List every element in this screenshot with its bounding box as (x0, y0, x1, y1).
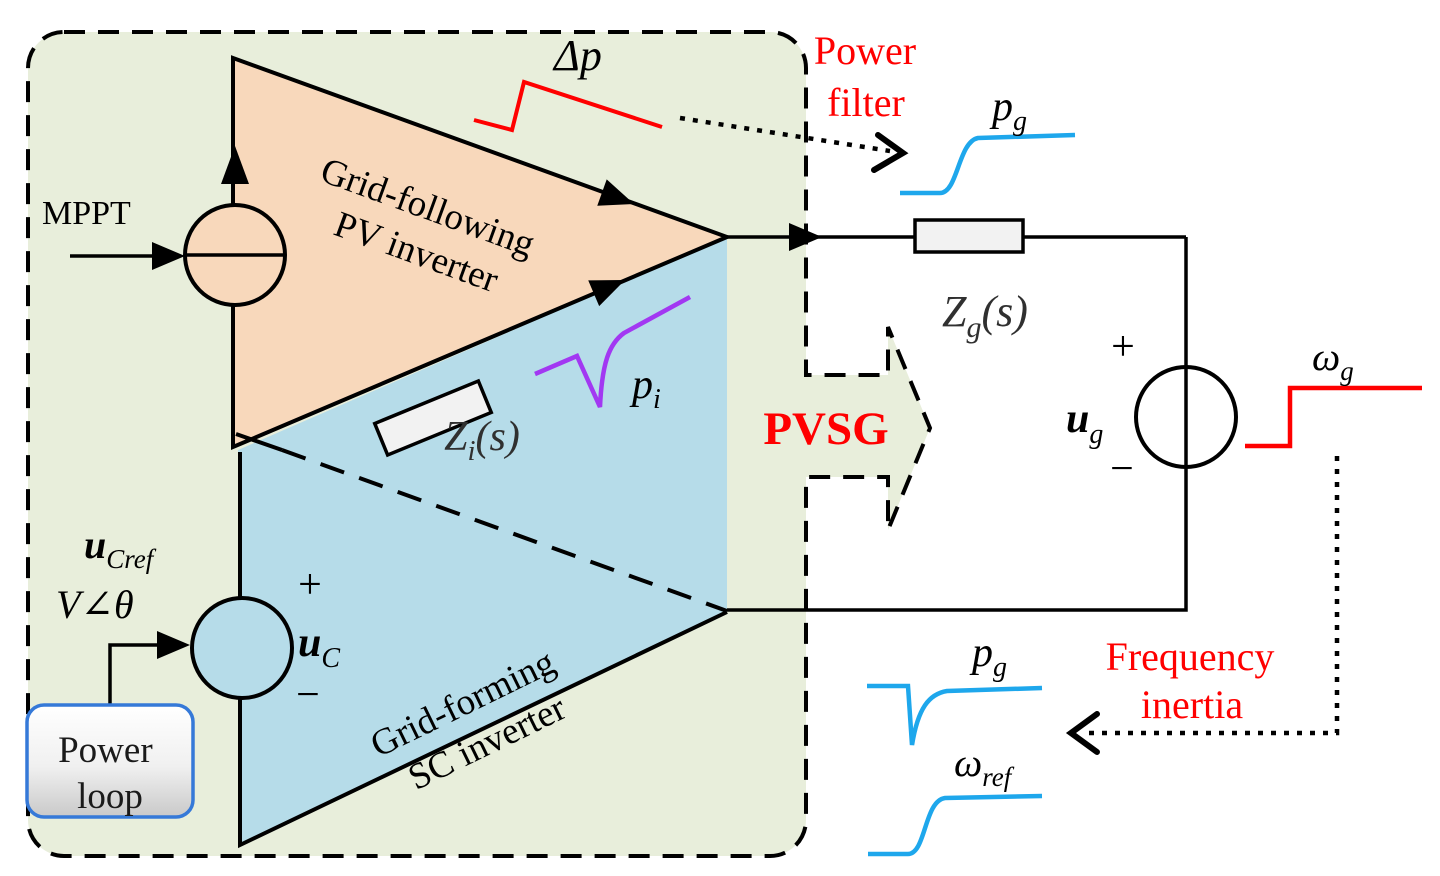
pg-response-curve (867, 683, 1043, 746)
mppt-arrowhead-icon (152, 242, 185, 270)
grid-source-plus: + (1111, 324, 1135, 370)
zi-impedance-box (372, 378, 494, 458)
omega-g-label: ωg (1312, 334, 1354, 386)
power-loop-label: Power loop (58, 730, 162, 817)
power-filter-dotted-line (679, 115, 891, 154)
pg-top-label: pg (989, 84, 1027, 137)
pi-label: pi (629, 362, 661, 415)
sc-inverter-outline (238, 452, 728, 849)
power-filter-arrowhead-icon (871, 132, 909, 173)
pv-bottom-edge-arrowhead-icon (588, 280, 625, 307)
sc-voltage-source (190, 596, 294, 700)
grid-loop-wire (727, 237, 1188, 612)
zi-label: Zi(s) (444, 414, 520, 467)
omega-ref-label: ωref (954, 740, 1015, 792)
delta-p-label: Δp (552, 31, 602, 80)
sc-inverter-shape (238, 237, 727, 845)
pv-top-edge-arrowhead-icon (597, 179, 634, 206)
mppt-label: MPPT (42, 195, 131, 232)
delta-p-curve (473, 79, 663, 133)
sc-source-minus: − (296, 672, 320, 718)
grid-source-minus: − (1110, 446, 1134, 492)
power-loop-wire (108, 643, 160, 705)
freq-inertia-dotted-line (1082, 456, 1340, 736)
sc-inverter-hidden-edge (235, 432, 283, 452)
power-loop-box (25, 703, 195, 819)
pv-up-arrowhead-icon (221, 146, 249, 184)
pi-curve (534, 295, 692, 408)
pvsg-label: PVSG (763, 403, 888, 455)
output-arrowhead-icon (789, 223, 822, 251)
omega-g-curve (1245, 385, 1422, 449)
uc-label: uC (298, 620, 340, 674)
zg-impedance-box (913, 218, 1025, 254)
v-theta-label: V∠θ (56, 582, 134, 627)
freq-inertia-arrowhead-icon (1065, 711, 1100, 755)
sc-source-plus: + (298, 562, 322, 608)
omega-ref-curve (868, 793, 1043, 857)
pg-response-label: pg (969, 630, 1007, 683)
power-loop-arrowhead-icon (157, 631, 190, 659)
pg-top-curve (900, 132, 1076, 196)
ug-label: ug (1066, 396, 1103, 450)
ucref-label: uCref (84, 522, 157, 574)
zg-label: Zg(s) (942, 287, 1028, 344)
power-filter-label: Power filter (814, 28, 926, 125)
freq-inertia-label: Frequency inertia (1106, 634, 1285, 727)
